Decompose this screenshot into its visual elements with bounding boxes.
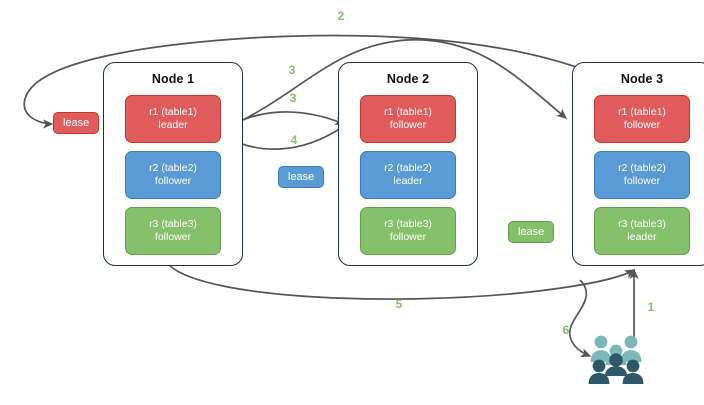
edge-label-3-lower: 3 (289, 91, 297, 105)
replica-role: follower (154, 175, 192, 187)
edge-5-path (169, 265, 636, 300)
replica-node3-r3[interactable]: r3 (table3) leader (594, 207, 690, 255)
replica-node2-r1[interactable]: r1 (table1) follower (360, 95, 456, 143)
lease-badge-table1[interactable]: lease (53, 112, 100, 134)
replica-role: follower (623, 119, 661, 131)
replica-role: follower (389, 119, 427, 131)
replica-node3-r1[interactable]: r1 (table1) follower (594, 95, 690, 143)
replica-name: r3 (table3) (384, 217, 432, 230)
lease-badge-table2[interactable]: lease (278, 166, 325, 188)
replica-node2-r3[interactable]: r3 (table3) follower (360, 207, 456, 255)
replica-name: r3 (table3) (618, 217, 666, 230)
replica-name: r1 (table1) (618, 105, 666, 118)
node-title: Node 2 (386, 72, 430, 86)
replica-name: r1 (table1) (384, 105, 432, 118)
replica-node3-r2[interactable]: r2 (table2) follower (594, 151, 690, 199)
edge-label-5: 5 (395, 297, 403, 311)
node-title: Node 1 (151, 72, 195, 86)
replica-node1-r1[interactable]: r1 (table1) leader (125, 95, 221, 143)
replica-role: leader (158, 119, 188, 131)
replica-node1-r3[interactable]: r3 (table3) follower (125, 207, 221, 255)
replica-node1-r2[interactable]: r2 (table2) follower (125, 151, 221, 199)
replica-name: r1 (table1) (149, 105, 197, 118)
replica-name: r2 (table2) (618, 161, 666, 174)
replica-node2-r2[interactable]: r2 (table2) leader (360, 151, 456, 199)
lease-badge-table3[interactable]: lease (508, 221, 555, 243)
edge-label-1: 1 (647, 300, 655, 314)
node-title: Node 3 (620, 72, 664, 86)
replica-role: follower (389, 231, 427, 243)
replica-name: r2 (table2) (384, 161, 432, 174)
replica-name: r2 (table2) (149, 161, 197, 174)
users-group-icon (588, 335, 644, 384)
replica-name: r3 (table3) (149, 217, 197, 230)
replica-role: leader (393, 175, 423, 187)
edge-label-2: 2 (337, 9, 345, 23)
edge-6-path (568, 279, 592, 357)
node-box-node3[interactable]: Node 3 r1 (table1) follower r2 (table2) … (572, 62, 704, 266)
node-box-node2[interactable]: Node 2 r1 (table1) follower r2 (table2) … (338, 62, 478, 266)
node-box-node1[interactable]: Node 1 r1 (table1) leader r2 (table2) fo… (103, 62, 243, 266)
replica-role: leader (627, 231, 657, 243)
edge-label-3-upper: 3 (288, 63, 296, 77)
replica-role: follower (623, 175, 661, 187)
edge-label-4: 4 (290, 133, 298, 147)
edge-label-6: 6 (562, 323, 570, 337)
replica-role: follower (154, 231, 192, 243)
